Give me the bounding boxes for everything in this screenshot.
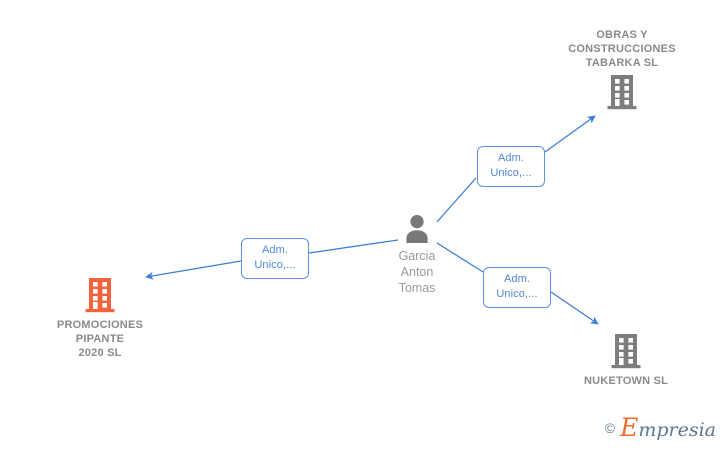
- edge-to-pipante[interactable]: [145, 239, 399, 280]
- brand-wordmark: Empresia: [620, 415, 716, 440]
- brand-lead-letter: E: [620, 413, 639, 442]
- edge-label-pipante[interactable]: Adm. Unico,...: [241, 238, 309, 279]
- node-caption: OBRAS Y CONSTRUCCIONES TABARKA SL: [568, 29, 676, 69]
- edge-label-tabarka[interactable]: Adm. Unico,...: [477, 146, 545, 187]
- node-company-obras-construcciones-tabarka[interactable]: OBRAS Y CONSTRUCCIONES TABARKA SL: [537, 28, 707, 110]
- edge-to-tabarka[interactable]: [436, 115, 596, 223]
- edge-label-nuketown[interactable]: Adm. Unico,...: [483, 267, 551, 308]
- person-icon: [332, 213, 502, 243]
- node-company-nuketown[interactable]: NUKETOWN SL: [541, 333, 711, 388]
- watermark-empresia: © Empresia: [605, 415, 716, 440]
- building-icon: [15, 277, 185, 313]
- node-company-promociones-pipante-2020[interactable]: PROMOCIONES PIPANTE 2020 SL: [15, 277, 185, 360]
- edge-to-nuketown[interactable]: [436, 242, 599, 325]
- node-caption: PROMOCIONES PIPANTE 2020 SL: [56, 319, 144, 359]
- building-icon: [541, 333, 711, 369]
- building-icon: [537, 74, 707, 110]
- node-caption: Garcia Anton Tomas: [398, 249, 436, 295]
- copyright-icon: ©: [604, 419, 616, 436]
- node-caption: NUKETOWN SL: [583, 375, 669, 387]
- brand-rest: mpresia: [638, 419, 716, 441]
- node-person-garcia-anton-tomas[interactable]: Garcia Anton Tomas: [332, 213, 502, 296]
